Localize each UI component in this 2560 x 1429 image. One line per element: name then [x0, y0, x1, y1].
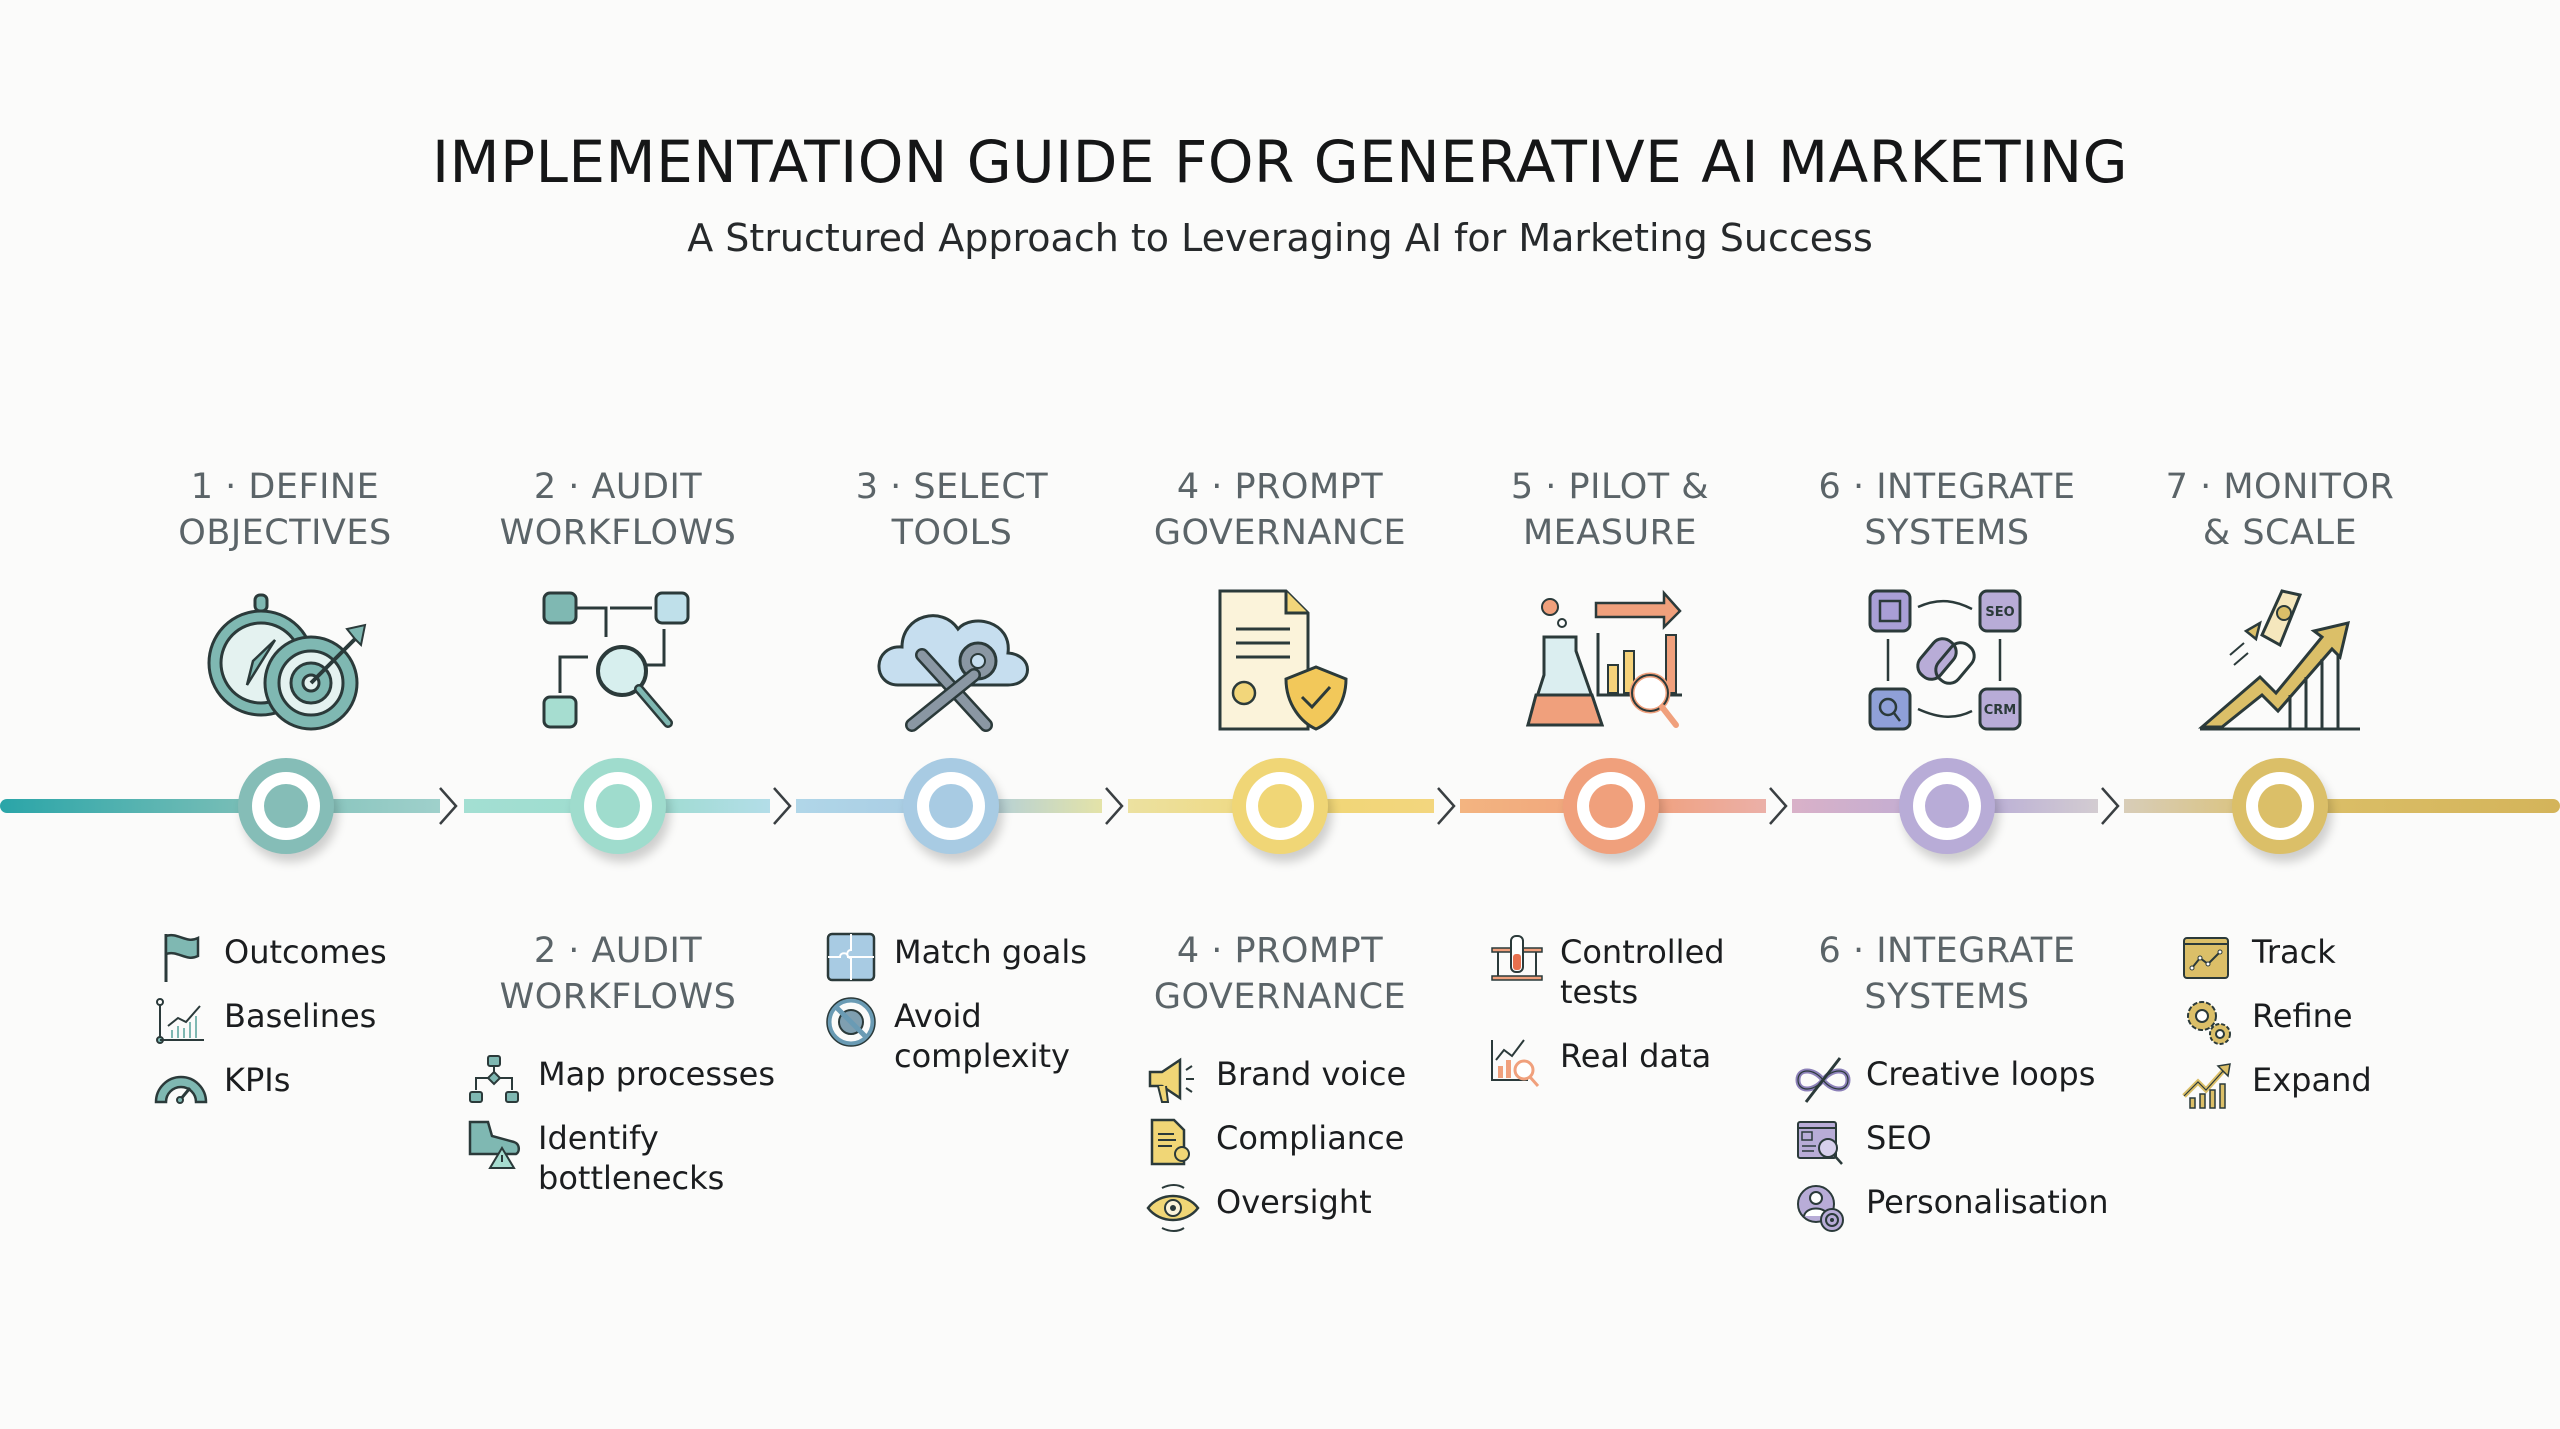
chevron-right-icon	[1105, 787, 1124, 825]
flask-chart-icon	[1522, 585, 1702, 735]
gears-icon	[2180, 996, 2238, 1048]
certificate-doc-icon	[1144, 1118, 1202, 1170]
web-search-icon	[1794, 1118, 1852, 1170]
step-4-node[interactable]	[1232, 758, 1328, 854]
compass-target-icon	[195, 585, 375, 735]
step-2-node[interactable]	[570, 758, 666, 854]
step-2-heading: 2 · AUDIT WORKFLOWS	[499, 467, 737, 553]
step-7-node[interactable]	[2232, 758, 2328, 854]
chart-magnifier-icon	[1488, 1036, 1546, 1088]
list-item: Baselines	[152, 996, 376, 1048]
list-item: Map processes	[466, 1054, 775, 1106]
step-3-heading: 3 · SELECT TOOLS	[855, 467, 1049, 553]
step-1-node[interactable]	[238, 758, 334, 854]
linked-systems-icon: SEO CRM	[1860, 585, 2040, 735]
list-item: Compliance	[1144, 1118, 1404, 1170]
list-item: Real data	[1488, 1036, 1711, 1088]
step-6-node[interactable]	[1899, 758, 1995, 854]
rocket-growth-icon	[2190, 585, 2370, 735]
list-item: Avoid complexity	[822, 996, 1070, 1076]
dashboard-line-icon	[2180, 932, 2238, 984]
step-5-heading: 5 · PILOT & MEASURE	[1510, 467, 1710, 553]
chevron-right-icon	[1769, 787, 1788, 825]
svg-text:CRM: CRM	[1984, 703, 2017, 718]
page-title: IMPLEMENTATION GUIDE FOR GENERATIVE AI M…	[431, 128, 2129, 196]
list-item: Oversight	[1144, 1182, 1372, 1234]
list-item: Personalisation	[1794, 1182, 2109, 1234]
list-item: Expand	[2180, 1060, 2372, 1112]
chevron-right-icon	[773, 787, 792, 825]
document-shield-icon	[1190, 585, 1370, 735]
step-2-sub-heading: 2 · AUDIT WORKFLOWS	[499, 931, 737, 1017]
chevron-right-icon	[1437, 787, 1456, 825]
step-6-sub-heading: 6 · INTEGRATE SYSTEMS	[1818, 931, 2076, 1017]
svg-text:SEO: SEO	[1985, 605, 2014, 620]
no-gear-icon	[822, 996, 880, 1048]
list-item: Brand voice	[1144, 1054, 1406, 1106]
flag-icon	[152, 932, 210, 984]
list-item: Creative loops	[1794, 1054, 2095, 1106]
list-item: Controlled tests	[1488, 932, 1725, 1012]
timeline-segment-7	[2124, 799, 2560, 813]
chevron-right-icon	[2101, 787, 2120, 825]
list-item: Outcomes	[152, 932, 387, 984]
list-item: Refine	[2180, 996, 2353, 1048]
step-4-sub-heading: 4 · PROMPT GOVERNANCE	[1153, 931, 1407, 1017]
cloud-tools-icon	[862, 585, 1042, 735]
step-7-heading: 7 · MONITOR & SCALE	[2165, 467, 2395, 553]
list-item: Identify bottlenecks	[466, 1118, 724, 1198]
list-item: SEO	[1794, 1118, 1932, 1170]
eye-cycle-icon	[1144, 1182, 1202, 1234]
chevron-right-icon	[439, 787, 458, 825]
step-6-heading: 6 · INTEGRATE SYSTEMS	[1818, 467, 2076, 553]
megaphone-icon	[1144, 1054, 1202, 1106]
boot-warning-icon	[466, 1118, 524, 1170]
step-1-heading: 1 · DEFINE OBJECTIVES	[178, 467, 392, 553]
flowchart-icon	[466, 1054, 524, 1106]
step-3-node[interactable]	[903, 758, 999, 854]
step-4-heading: 4 · PROMPT GOVERNANCE	[1153, 467, 1407, 553]
step-5-node[interactable]	[1563, 758, 1659, 854]
list-item: KPIs	[152, 1060, 290, 1112]
growth-arrow-icon	[2180, 1060, 2238, 1112]
list-item: Match goals	[822, 932, 1087, 984]
infinity-pen-icon	[1794, 1054, 1852, 1106]
user-target-icon	[1794, 1182, 1852, 1234]
baseline-chart-icon	[152, 996, 210, 1048]
workflow-magnifier-icon	[528, 585, 708, 735]
puzzle-icon	[822, 932, 880, 984]
list-item: Track	[2180, 932, 2336, 984]
gauge-icon	[152, 1060, 210, 1112]
timeline-segment-1	[0, 799, 440, 813]
page-subtitle: A Structured Approach to Leveraging AI f…	[687, 216, 1873, 260]
test-tube-rack-icon	[1488, 932, 1546, 984]
